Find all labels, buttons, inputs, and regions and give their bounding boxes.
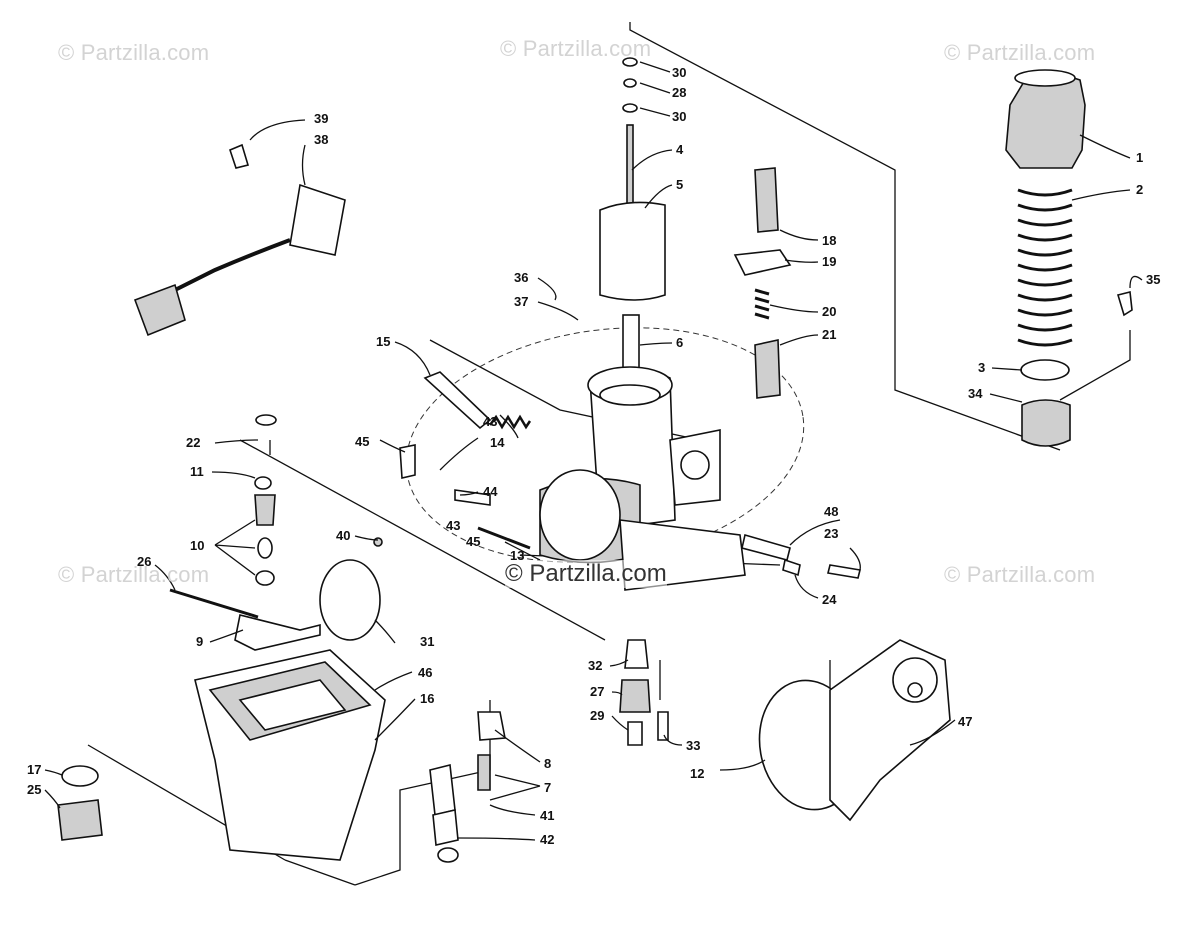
carb-body: [539, 366, 746, 591]
callout-7: 7: [544, 780, 551, 795]
callout-37: 37: [514, 294, 528, 309]
callout-43-top: 43: [483, 414, 497, 429]
callout-40: 40: [336, 528, 350, 543]
callout-14: 14: [490, 435, 505, 450]
callout-15: 15: [376, 334, 390, 349]
callout-6: 6: [676, 335, 683, 350]
callout-1: 1: [1136, 150, 1143, 165]
callout-47: 47: [958, 714, 972, 729]
callout-3: 3: [978, 360, 985, 375]
washer-plate: [1020, 359, 1070, 381]
callout-32: 32: [588, 658, 602, 673]
callout-35: 35: [1146, 272, 1160, 287]
callout-31: 31: [420, 634, 434, 649]
jet-needle: [626, 124, 634, 206]
callout-36: 36: [514, 270, 528, 285]
assembly-lines: [87, 22, 1131, 886]
callout-48: 48: [824, 504, 838, 519]
callout-45-bottom: 45: [466, 534, 480, 549]
callout-4: 4: [676, 142, 684, 157]
callout-33: 33: [686, 738, 700, 753]
cap-base: [1021, 399, 1071, 447]
pilot-screw: [423, 371, 492, 430]
callout-2: 2: [1136, 182, 1143, 197]
watermark-mid-right: © Partzilla.com: [944, 562, 1096, 587]
right-small-parts: [733, 167, 861, 579]
throttle-slide: [599, 201, 666, 301]
callout-43-bottom: 43: [446, 518, 460, 533]
callout-25: 25: [27, 782, 41, 797]
jets: [619, 639, 669, 746]
callout-24: 24: [822, 592, 837, 607]
watermark-top-left: © Partzilla.com: [58, 40, 210, 65]
top-cap-rim: [1014, 69, 1076, 87]
callout-26: 26: [137, 554, 151, 569]
callout-38: 38: [314, 132, 328, 147]
top-cap-assembly: [1005, 69, 1133, 447]
callout-13: 13: [510, 548, 524, 563]
callout-28: 28: [672, 85, 686, 100]
callout-11: 11: [190, 464, 204, 479]
watermark-top-mid: © Partzilla.com: [500, 36, 652, 61]
float: [319, 559, 381, 641]
callout-39: 39: [314, 111, 328, 126]
callout-numbers: 1 2 3 4 5 6 7 8 9 10 11 12 13 14 15 16 1…: [27, 65, 1160, 847]
intake-boot: [758, 639, 951, 822]
callout-30-top: 30: [672, 65, 686, 80]
callout-44: 44: [483, 484, 498, 499]
callout-17: 17: [27, 762, 41, 777]
callout-46: 46: [418, 665, 432, 680]
callout-42: 42: [540, 832, 554, 847]
screw-35: [1116, 291, 1133, 317]
callout-8: 8: [544, 756, 551, 771]
callout-21: 21: [822, 327, 836, 342]
callout-20: 20: [822, 304, 836, 319]
callout-5: 5: [676, 177, 683, 192]
callout-19: 19: [822, 254, 836, 269]
callout-10: 10: [190, 538, 204, 553]
callout-34: 34: [968, 386, 983, 401]
throttle-sensor: [133, 143, 346, 337]
callout-45-left: 45: [355, 434, 369, 449]
callout-27: 27: [590, 684, 604, 699]
callout-22: 22: [186, 435, 200, 450]
callout-18: 18: [822, 233, 836, 248]
callout-leaders: [44, 61, 1143, 841]
float-chamber-assembly: [57, 414, 506, 863]
spring: [1017, 188, 1073, 347]
callout-12: 12: [690, 766, 704, 781]
callout-9: 9: [196, 634, 203, 649]
callout-23: 23: [824, 526, 838, 541]
callout-30-bottom: 30: [672, 109, 686, 124]
callout-41: 41: [540, 808, 554, 823]
watermark-center: © Partzilla.com: [505, 560, 667, 588]
callout-16: 16: [420, 691, 434, 706]
callout-29: 29: [590, 708, 604, 723]
pilot-screw-parts: [399, 371, 532, 550]
watermark-top-right: © Partzilla.com: [944, 40, 1096, 65]
watermark-mid-left: © Partzilla.com: [58, 562, 210, 587]
